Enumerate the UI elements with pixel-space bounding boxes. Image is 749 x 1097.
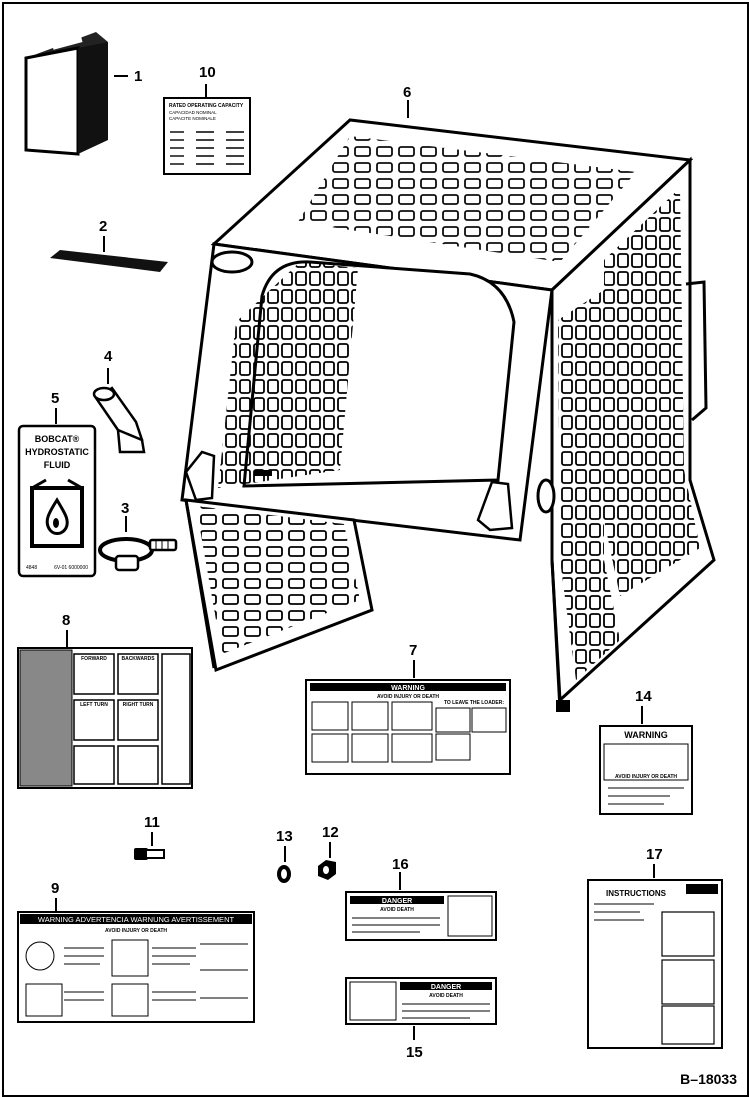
- controls-left-turn-label: LEFT TURN: [80, 702, 108, 708]
- callout-10: 10: [199, 64, 216, 81]
- instructions-decal: INSTRUCTIONS: [587, 864, 723, 1049]
- rated-capacity-title: RATED OPERATING CAPACITY: [169, 103, 244, 109]
- danger-decal-upper: DANGER AVOID DEATH: [345, 872, 497, 941]
- controls-decal: FORWARD BACKWARDS LEFT TURN RIGHT TURN: [17, 630, 193, 789]
- rated-capacity-decal: RATED OPERATING CAPACITY CAPACIDAD NOMIN…: [163, 84, 251, 175]
- callout-1: 1: [134, 68, 143, 85]
- hose-clamp-part: [98, 516, 178, 572]
- callout-4: 4: [104, 348, 113, 365]
- danger-upper-sub: AVOID DEATH: [380, 907, 414, 913]
- rated-capacity-sub2: CAPACITE NOMINALE: [169, 116, 216, 121]
- fluid-decal-line3: FLUID: [44, 460, 71, 470]
- warning-decal-cab-header: WARNING: [391, 685, 425, 692]
- callout-9: 9: [51, 880, 60, 897]
- callout-7: 7: [409, 642, 418, 659]
- callout-16: 16: [392, 856, 409, 873]
- nut-part: [318, 842, 336, 880]
- seal-strip-part: [50, 236, 168, 272]
- controls-backwards-label: BACKWARDS: [121, 656, 155, 662]
- callout-3: 3: [121, 500, 130, 517]
- fluid-decal-code-right: 6V-01 6000000: [54, 565, 88, 571]
- callout-5: 5: [51, 390, 60, 407]
- danger-lower-sub: AVOID DEATH: [429, 993, 463, 999]
- controls-right-turn-label: RIGHT TURN: [123, 702, 154, 708]
- instructions-header: INSTRUCTIONS: [606, 889, 667, 898]
- elbow-fitting-part: [92, 368, 146, 454]
- multilingual-warning-sub: AVOID INJURY OR DEATH: [105, 928, 167, 934]
- hydrostatic-fluid-decal: BOBCAT® HYDROSTATIC FLUID 4848 6V-01 600…: [17, 408, 97, 578]
- callout-13: 13: [276, 828, 293, 845]
- drawing-code: B–18033: [680, 1071, 737, 1087]
- callout-12: 12: [322, 824, 339, 841]
- callout-14: 14: [635, 688, 652, 705]
- warning-decal-cab-sub: AVOID INJURY OR DEATH: [377, 694, 439, 700]
- washer-part: [277, 846, 291, 883]
- callout-8: 8: [62, 612, 71, 629]
- warning-decal-side: WARNING AVOID INJURY OR DEATH: [599, 706, 693, 815]
- warning-decal-side-header: WARNING: [624, 730, 668, 740]
- callout-6: 6: [403, 84, 412, 101]
- controls-forward-label: FORWARD: [81, 656, 107, 662]
- fluid-decal-line2: HYDROSTATIC: [25, 447, 89, 457]
- rated-capacity-sub1: CAPACIDAD NOMINAL: [169, 110, 217, 115]
- warning-decal-side-sub: AVOID INJURY OR DEATH: [615, 774, 677, 780]
- warning-decal-cab: WARNING AVOID INJURY OR DEATH TO LEAVE T…: [305, 660, 511, 775]
- fluid-decal-code-left: 4848: [26, 565, 37, 571]
- danger-decal-lower: DANGER AVOID DEATH: [345, 977, 497, 1040]
- callout-15: 15: [406, 1044, 423, 1061]
- operator-cab-part: [180, 100, 716, 712]
- warning-decal-cab-leave: TO LEAVE THE LOADER:: [444, 700, 504, 706]
- warning-decal-multilingual: WARNING ADVERTENCIA WARNUNG AVERTISSEMEN…: [17, 898, 255, 1023]
- danger-upper-header: DANGER: [382, 898, 412, 905]
- bolt-part: [134, 832, 165, 860]
- callout-17: 17: [646, 846, 663, 863]
- fluid-decal-line1: BOBCAT®: [35, 434, 80, 444]
- callout-2: 2: [99, 218, 108, 235]
- callout-11: 11: [144, 814, 160, 831]
- multilingual-warning-header: WARNING ADVERTENCIA WARNUNG AVERTISSEMEN…: [38, 915, 235, 924]
- danger-lower-header: DANGER: [431, 984, 461, 991]
- manual-box-part: [24, 32, 128, 156]
